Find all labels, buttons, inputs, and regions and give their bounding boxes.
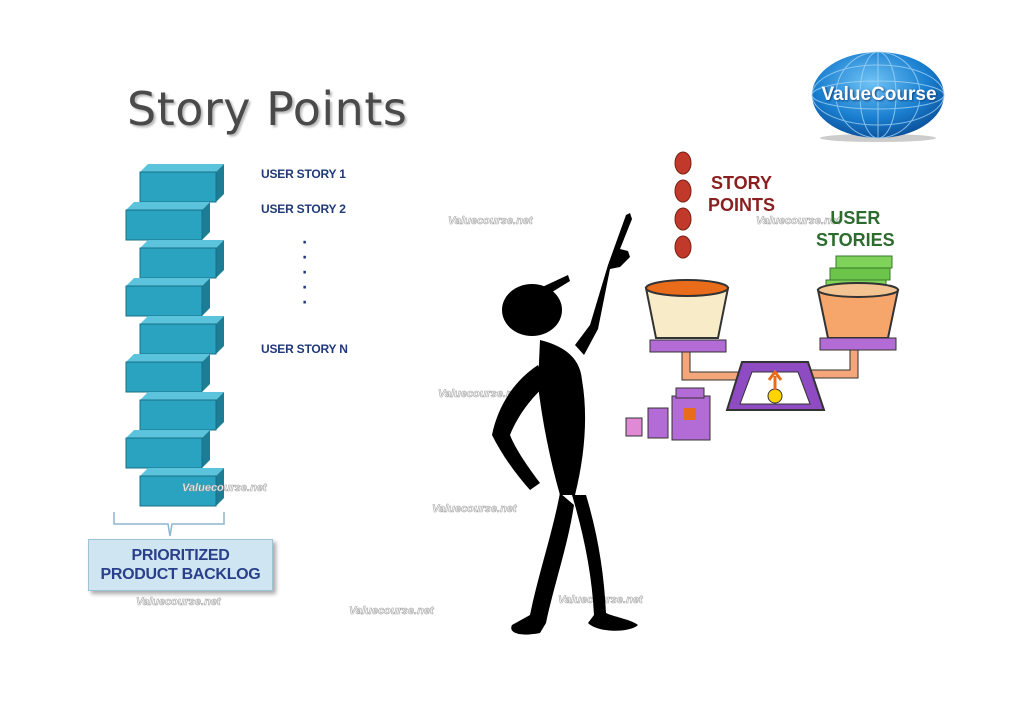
backlog-block bbox=[139, 468, 224, 507]
watermark-text: Valuecourse.net bbox=[448, 215, 533, 228]
backlog-block bbox=[139, 392, 224, 431]
story-point-dot bbox=[674, 235, 692, 259]
user-story-2-label: USER STORY 2 bbox=[261, 202, 346, 216]
watermark-text: Valuecourse.net bbox=[432, 503, 517, 516]
backlog-label-line1: PRIORITIZED bbox=[131, 547, 230, 564]
backlog-block bbox=[139, 164, 224, 203]
backlog-block bbox=[125, 202, 210, 241]
backlog-block bbox=[139, 316, 224, 355]
backlog-block bbox=[125, 430, 210, 469]
ellipsis-dot: · bbox=[302, 250, 308, 266]
watermark-text: Valuecourse.net bbox=[756, 215, 841, 228]
watermark-text: Valuecourse.net bbox=[136, 596, 221, 609]
backlog-block-stack bbox=[125, 164, 224, 507]
watermark-text: Valuecourse.net bbox=[182, 482, 267, 495]
logo-text: ValueCourse bbox=[821, 84, 937, 105]
story-points-dots bbox=[674, 151, 692, 259]
story-point-dot bbox=[674, 151, 692, 175]
stick-figure-pointing bbox=[492, 213, 638, 635]
ellipsis-dot: · bbox=[302, 295, 308, 311]
story-points-label-line2: POINTS bbox=[708, 195, 776, 215]
user-story-1-label: USER STORY 1 bbox=[261, 167, 346, 181]
watermark-text: Valuecourse.net bbox=[349, 605, 434, 618]
prioritized-product-backlog-box: PRIORITIZED PRODUCT BACKLOG bbox=[88, 539, 273, 591]
story-points-label-line1: STORY bbox=[711, 173, 773, 193]
backlog-block bbox=[139, 240, 224, 279]
ellipsis-dot: · bbox=[302, 280, 308, 296]
user-story-n-label: USER STORY N bbox=[261, 342, 348, 356]
user-stories-label: USER STORIES bbox=[816, 207, 895, 251]
valuecourse-globe-logo bbox=[811, 51, 945, 142]
user-stories-label-line1: USER bbox=[830, 208, 881, 228]
slide-title: Story Points bbox=[127, 82, 408, 136]
backlog-block bbox=[125, 354, 210, 393]
ellipsis-dot: · bbox=[302, 265, 308, 281]
user-stories-label-line2: STORIES bbox=[816, 230, 895, 250]
watermark-text: Valuecourse.net bbox=[438, 388, 523, 401]
balance-scale bbox=[625, 255, 900, 441]
brace-shape bbox=[113, 512, 225, 537]
story-point-dot bbox=[674, 179, 692, 203]
ellipsis-dots: · · · · · bbox=[302, 236, 308, 311]
ellipsis-dot: · bbox=[302, 235, 308, 251]
story-point-dot bbox=[674, 207, 692, 231]
story-points-label: STORY POINTS bbox=[708, 172, 775, 216]
backlog-label-line2: PRODUCT BACKLOG bbox=[100, 566, 261, 583]
backlog-block bbox=[125, 278, 210, 317]
